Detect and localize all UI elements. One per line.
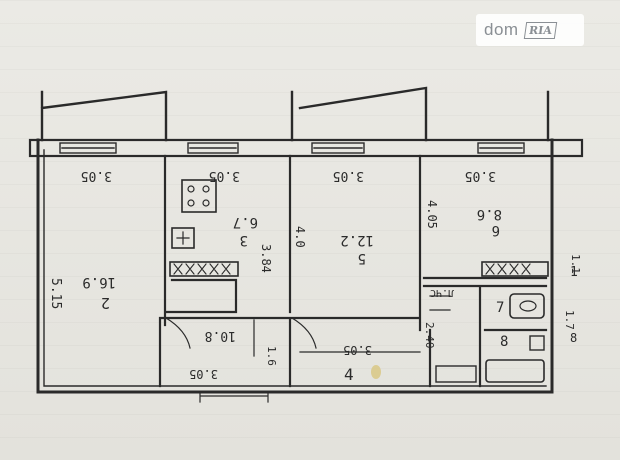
label-room-1: 1 [570, 265, 578, 280]
label-dim-384: 3.84 [259, 244, 273, 273]
label-dim-305-d: 3.05 [465, 168, 496, 183]
site-watermark: dom RIA [476, 14, 584, 46]
partition-walls [158, 154, 548, 388]
label-dim-305-e: 3.05 [189, 367, 218, 381]
label-dim-16: 1.6 [265, 346, 278, 366]
window-marks [59, 142, 525, 154]
label-room-tag-lhc: Л.ЧС [430, 287, 454, 298]
label-room-3-area: 6.7 [233, 214, 258, 230]
label-dim-11: 1.1 [569, 254, 582, 274]
cabinet-hall [481, 261, 549, 277]
label-room-8: 8 [500, 334, 508, 350]
watermark-brand: dom [484, 20, 519, 39]
stove [181, 179, 217, 213]
label-room-tag-8: 8 [570, 331, 577, 345]
watermark-badge: RIA [523, 21, 557, 39]
label-dim-405: 4.05 [425, 200, 439, 229]
label-room-5: 5 [358, 250, 366, 266]
label-room-7: 7 [496, 300, 504, 316]
label-room-2-area: 16.9 [82, 274, 116, 290]
balcony-outline [40, 86, 550, 142]
facade-wall [28, 138, 584, 158]
label-room-5-area: 12.2 [340, 232, 374, 248]
label-dim-240: 2.40 [423, 322, 436, 349]
outer-wall [36, 138, 554, 394]
door-swings [165, 295, 451, 349]
dimension-lines [199, 319, 421, 403]
label-room-6-area: 8.6 [477, 206, 502, 222]
cabinet-kitchen [169, 261, 239, 277]
label-dim-17: 1.7 [563, 310, 576, 330]
label-room-3: 3 [240, 232, 248, 248]
label-room-6: 6 [492, 222, 500, 238]
paper-stain [371, 365, 381, 379]
toilet-fixture [509, 293, 545, 319]
label-room-4-area: 10.8 [205, 328, 236, 343]
label-dim-305-f: 3.05 [343, 343, 372, 357]
label-dim-515: 5.15 [48, 278, 63, 309]
outer-wall-inner [43, 149, 547, 387]
washbasin [529, 335, 545, 351]
label-dim-305-c: 3.05 [333, 168, 364, 183]
label-dim-305-b: 3.05 [209, 168, 240, 183]
label-room-2: 2 [101, 294, 110, 312]
sink [171, 227, 195, 249]
label-dim-305-a: 3.05 [81, 168, 112, 183]
bathtub [485, 359, 545, 383]
label-dim-40: 4.0 [293, 226, 307, 248]
closet-box [435, 365, 477, 383]
label-room-4: 4 [344, 365, 354, 384]
